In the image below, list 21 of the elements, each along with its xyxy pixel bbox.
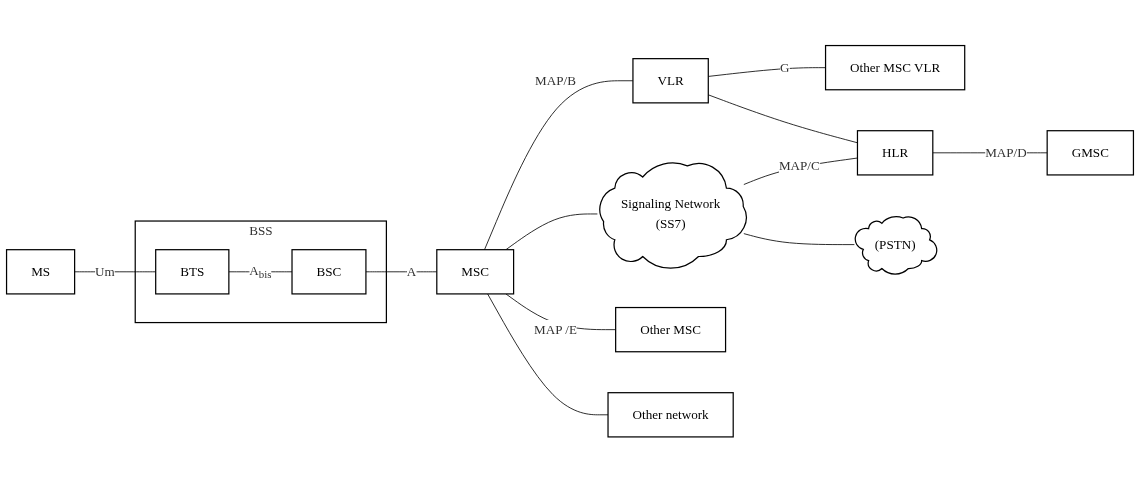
connector [487, 293, 609, 415]
edge-label: MAP/C [778, 158, 820, 173]
edge-label: G [779, 60, 790, 74]
node-box: GMSC [1046, 129, 1135, 176]
node-box: BTS [155, 248, 230, 295]
node-box: Other MSC [615, 306, 727, 353]
node-box: BSC [291, 248, 367, 295]
connector [743, 233, 855, 245]
edge-label: MAP/B [535, 73, 576, 88]
node-box: Other network [607, 391, 734, 438]
edge-label: A$_{bis}$ [249, 262, 272, 281]
connector [505, 213, 598, 250]
edge-label: A [406, 264, 417, 279]
node-box: HLR [856, 129, 934, 176]
node-box: MSC [436, 248, 515, 295]
node-box: Other MSC VLR [824, 44, 966, 91]
node-box: MS [5, 248, 76, 295]
edge-label: MAP/D [985, 145, 1027, 160]
edge-label: Um [95, 264, 115, 279]
node-box: VLR [632, 57, 709, 104]
edge-label: MAP /E [534, 322, 577, 336]
